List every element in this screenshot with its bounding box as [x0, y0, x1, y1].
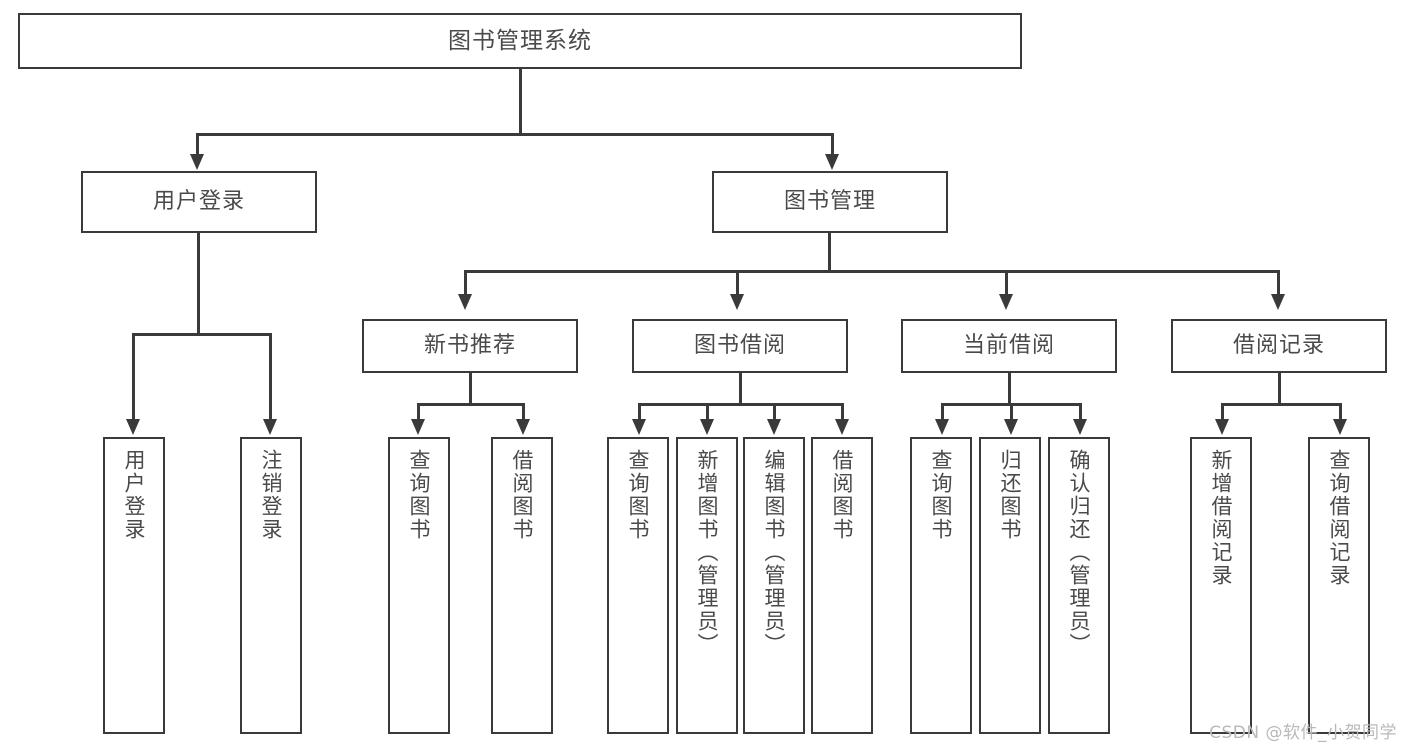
- edge-book-manage-bar: [464, 270, 1279, 273]
- arrow-root-to-user-login: [190, 154, 204, 170]
- node-label: 查询图书: [407, 449, 432, 541]
- node-label: 编辑图书（管理员）: [762, 449, 787, 656]
- leaf-borrow-book-1[interactable]: 借阅图书: [491, 437, 553, 734]
- edge-cb-to-leaf-1: [941, 403, 944, 421]
- node-new-book-rec[interactable]: 新书推荐: [362, 319, 578, 373]
- node-label: 当前借阅: [962, 333, 1055, 359]
- node-label: 图书管理: [783, 189, 876, 215]
- arrow-br-to-leaf-1: [1215, 419, 1229, 435]
- node-label: 确认归还（管理员）: [1067, 449, 1092, 656]
- edge-user-login-to-leaf-1: [132, 333, 135, 420]
- node-borrow-record[interactable]: 借阅记录: [1171, 319, 1387, 373]
- arrow-bb-to-leaf-4: [835, 419, 849, 435]
- arrow-bb-to-leaf-1: [632, 419, 646, 435]
- edge-bb-to-leaf-1: [638, 403, 641, 421]
- node-label: 借阅图书: [830, 449, 855, 541]
- arrow-nb-to-leaf-1: [411, 419, 425, 435]
- node-root-system[interactable]: 图书管理系统: [18, 13, 1022, 69]
- node-label: 查询借阅记录: [1327, 449, 1352, 587]
- node-label: 用户登录: [122, 449, 147, 541]
- arrow-cb-to-leaf-2: [1004, 419, 1018, 435]
- arrow-bb-to-leaf-2: [700, 419, 714, 435]
- node-label: 借阅图书: [510, 449, 535, 541]
- node-label: 归还图书: [998, 449, 1023, 541]
- edge-bb-to-leaf-2: [706, 403, 709, 421]
- edge-book-borrow-stem: [739, 373, 742, 405]
- edge-nb-to-leaf-1: [417, 403, 420, 421]
- leaf-edit-book[interactable]: 编辑图书（管理员）: [743, 437, 805, 734]
- node-label: 借阅记录: [1232, 333, 1325, 359]
- edge-user-login-stem: [197, 233, 200, 335]
- node-label: 注销登录: [259, 449, 284, 541]
- edge-new-book-stem: [469, 373, 472, 405]
- leaf-query-book-1[interactable]: 查询图书: [388, 437, 450, 734]
- leaf-return-book[interactable]: 归还图书: [979, 437, 1041, 734]
- node-label: 查询图书: [626, 449, 651, 541]
- leaf-user-login[interactable]: 用户登录: [103, 437, 165, 734]
- edge-cb-to-leaf-2: [1010, 403, 1013, 421]
- node-label: 新增图书（管理员）: [695, 449, 720, 656]
- edge-cb-to-leaf-3: [1079, 403, 1082, 421]
- edge-user-login-bar: [132, 333, 269, 336]
- edge-nb-to-leaf-2: [522, 403, 525, 421]
- arrow-bm-to-book-borrow: [730, 294, 744, 310]
- edge-root-stem: [519, 69, 522, 134]
- edge-bb-to-leaf-3: [773, 403, 776, 421]
- arrow-cb-to-leaf-3: [1073, 419, 1087, 435]
- node-label: 查询图书: [929, 449, 954, 541]
- edge-root-bar: [196, 133, 833, 136]
- leaf-borrow-book-2[interactable]: 借阅图书: [811, 437, 873, 734]
- node-label: 图书管理系统: [448, 27, 592, 54]
- arrow-root-to-book-manage: [825, 154, 839, 170]
- edge-new-book-bar: [417, 403, 522, 406]
- node-current-borrow[interactable]: 当前借阅: [901, 319, 1117, 373]
- edge-user-login-to-leaf-2: [269, 333, 272, 420]
- node-label: 新书推荐: [423, 333, 516, 359]
- node-label: 用户登录: [152, 189, 245, 215]
- leaf-add-record[interactable]: 新增借阅记录: [1190, 437, 1252, 734]
- arrow-user-login-to-leaf-2: [263, 419, 277, 435]
- leaf-logout[interactable]: 注销登录: [240, 437, 302, 734]
- leaf-query-record[interactable]: 查询借阅记录: [1308, 437, 1370, 734]
- edge-borrow-record-stem: [1278, 373, 1281, 405]
- arrow-bm-to-new-book: [458, 294, 472, 310]
- edge-current-borrow-stem: [1008, 373, 1011, 405]
- node-book-borrow[interactable]: 图书借阅: [632, 319, 848, 373]
- edge-br-to-leaf-2: [1339, 403, 1342, 421]
- edge-bb-to-leaf-4: [841, 403, 844, 421]
- arrow-nb-to-leaf-2: [516, 419, 530, 435]
- edge-borrow-record-bar: [1221, 403, 1339, 406]
- leaf-confirm-return[interactable]: 确认归还（管理员）: [1048, 437, 1110, 734]
- leaf-add-book[interactable]: 新增图书（管理员）: [676, 437, 738, 734]
- edge-bm-to-book-borrow: [736, 270, 739, 296]
- arrow-user-login-to-leaf-1: [126, 419, 140, 435]
- edge-root-to-book-manage: [831, 133, 834, 157]
- node-label: 新增借阅记录: [1209, 449, 1234, 587]
- arrow-br-to-leaf-2: [1333, 419, 1347, 435]
- edge-br-to-leaf-1: [1221, 403, 1224, 421]
- edge-bm-to-new-book: [464, 270, 467, 296]
- edge-bm-to-current-borrow: [1005, 270, 1008, 296]
- edge-root-to-user-login: [196, 133, 199, 157]
- node-book-manage[interactable]: 图书管理: [712, 171, 948, 233]
- arrow-cb-to-leaf-1: [935, 419, 949, 435]
- leaf-query-book-3[interactable]: 查询图书: [910, 437, 972, 734]
- leaf-query-book-2[interactable]: 查询图书: [607, 437, 669, 734]
- edge-bm-to-borrow-record: [1277, 270, 1280, 296]
- node-user-login[interactable]: 用户登录: [81, 171, 317, 233]
- edge-book-borrow-bar: [638, 403, 843, 406]
- arrow-bm-to-current-borrow: [999, 294, 1013, 310]
- arrow-bb-to-leaf-3: [767, 419, 781, 435]
- arrow-bm-to-borrow-record: [1271, 294, 1285, 310]
- node-label: 图书借阅: [693, 333, 786, 359]
- edge-book-manage-stem: [828, 233, 831, 272]
